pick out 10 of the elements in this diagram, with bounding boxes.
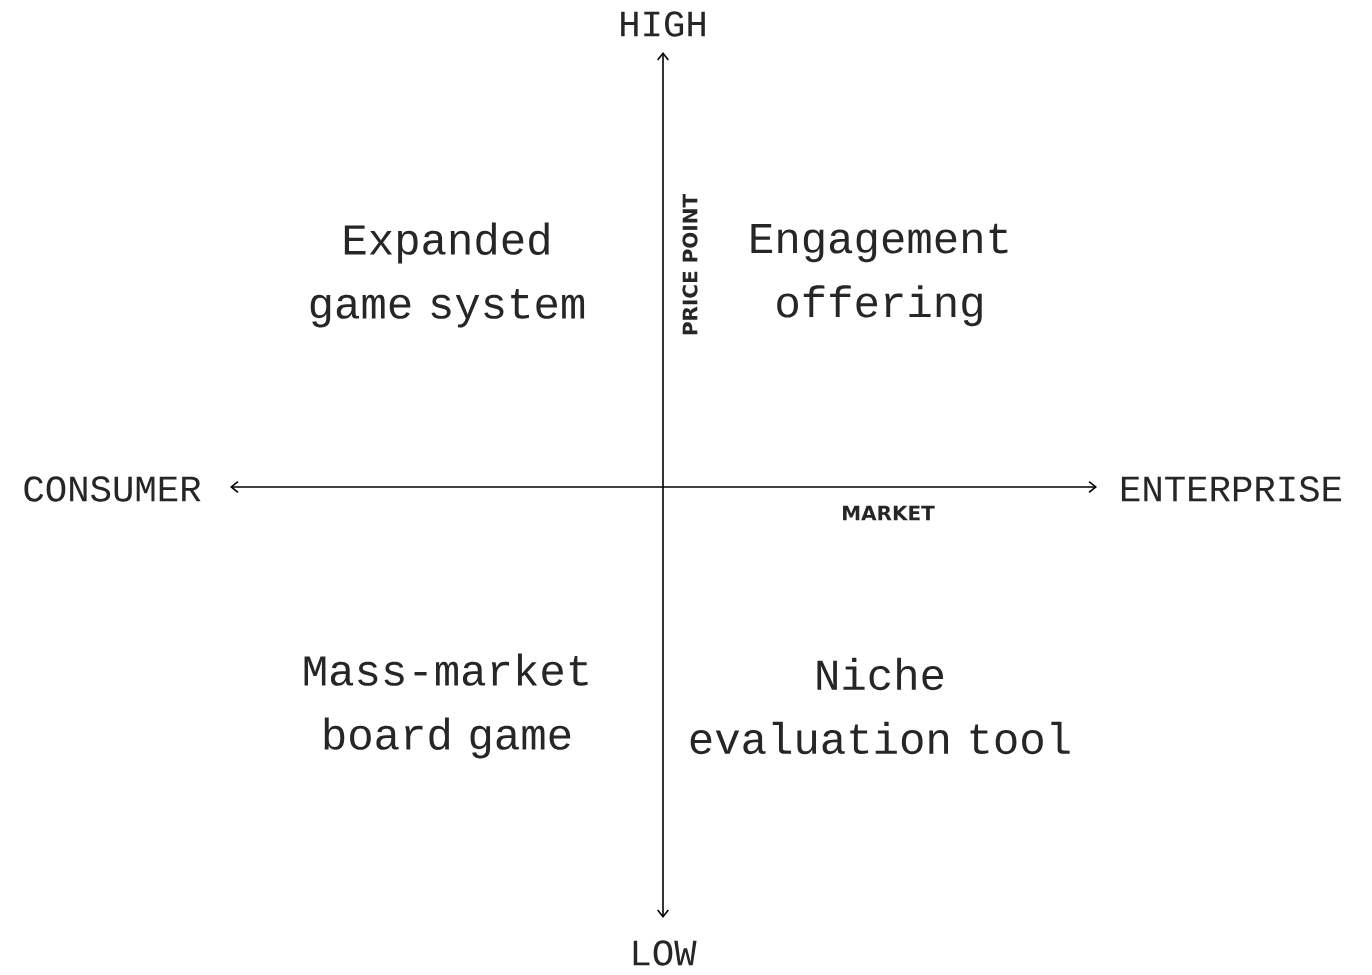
axis-end-label: CONSUMER: [24, 476, 201, 502]
axis-title: MARKET: [843, 505, 935, 521]
quadrant-label: Niche evaluation tool: [690, 657, 1070, 755]
axis-end-label: LOW: [633, 940, 697, 966]
axis-title: PRICE POINT: [682, 194, 698, 335]
quadrant-label: Engagement offering: [751, 223, 1008, 327]
quadrant-label: Expanded game system: [310, 222, 585, 328]
axis-end-label: ENTERPRISE: [1121, 476, 1342, 502]
axis-end-label: HIGH: [621, 11, 705, 37]
quadrant-label: Mass-market board game: [304, 653, 588, 759]
